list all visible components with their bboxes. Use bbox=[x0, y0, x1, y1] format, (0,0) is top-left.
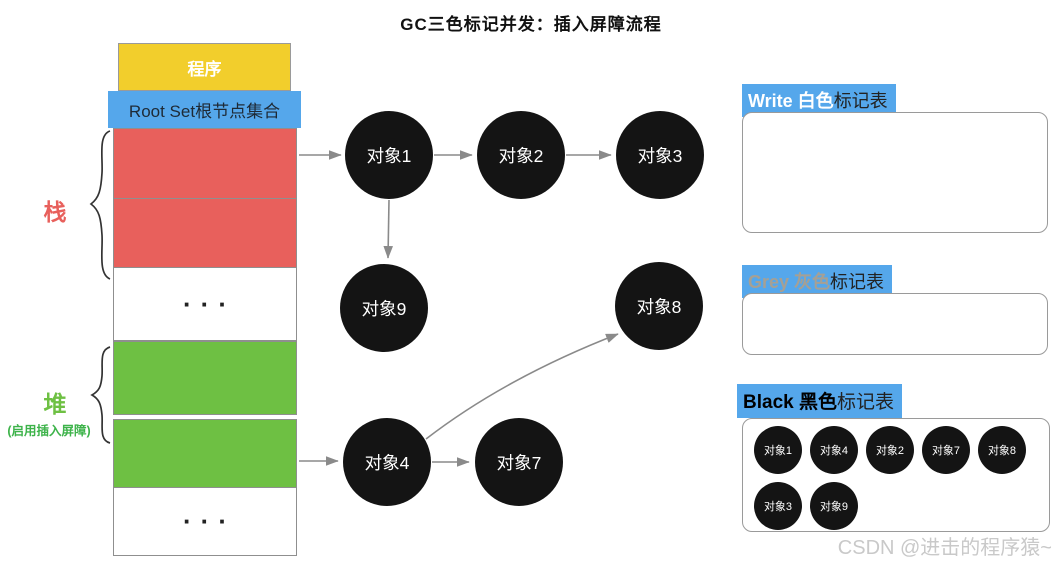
program-box: 程序 bbox=[118, 43, 291, 91]
node-label: 对象7 bbox=[496, 452, 542, 473]
graph-node-obj8: 对象8 bbox=[615, 262, 703, 350]
heap-cell-2 bbox=[113, 419, 297, 488]
black-node-label: 对象2 bbox=[875, 445, 905, 457]
heap-cell-1 bbox=[113, 341, 297, 415]
node-label: 对象8 bbox=[636, 296, 682, 317]
watermark: CSDN @进击的程序猿~ bbox=[837, 537, 1052, 559]
black-node-label: 对象3 bbox=[763, 501, 793, 513]
white-table-box bbox=[742, 112, 1048, 233]
black-table-node: 对象7 bbox=[922, 426, 970, 474]
white-table-suffix: 标记表 bbox=[833, 91, 888, 111]
heap-sublabel: (启用插入屏障) bbox=[7, 424, 91, 438]
black-table-node: 对象8 bbox=[978, 426, 1026, 474]
stack-ellipsis-cell: ··· bbox=[113, 267, 297, 341]
heap-label: 堆 bbox=[43, 391, 67, 417]
heap-ellipsis-cell: ··· bbox=[113, 487, 297, 556]
black-node-label: 对象1 bbox=[763, 445, 793, 457]
stack-brace bbox=[89, 130, 111, 280]
white-table-header: Write 白色标记表 bbox=[742, 84, 896, 117]
grey-table-header: Grey 灰色标记表 bbox=[742, 265, 893, 298]
node-label: 对象9 bbox=[361, 298, 407, 319]
black-table-title: Black 黑色 bbox=[743, 392, 837, 413]
black-table-header: Black 黑色标记表 bbox=[737, 384, 902, 418]
stack-cell-1 bbox=[113, 128, 297, 199]
ellipsis: ··· bbox=[183, 506, 236, 536]
grey-table-suffix: 标记表 bbox=[830, 272, 885, 292]
node-label: 对象2 bbox=[498, 145, 544, 166]
black-node-label: 对象4 bbox=[819, 445, 849, 457]
white-table-title: Write 白色 bbox=[748, 91, 834, 111]
arrow-obj1-to-obj9 bbox=[383, 199, 394, 259]
page-title: GC三色标记并发：插入屏障流程 bbox=[400, 15, 662, 34]
black-table-node: 对象1 bbox=[754, 426, 802, 474]
black-node-label: 对象7 bbox=[931, 445, 961, 457]
black-table-suffix: 标记表 bbox=[836, 392, 894, 413]
graph-node-obj1: 对象1 bbox=[345, 111, 433, 199]
node-label: 对象4 bbox=[364, 452, 410, 473]
graph-node-obj4: 对象4 bbox=[343, 418, 431, 506]
black-node-label: 对象9 bbox=[819, 501, 849, 513]
node-label: 对象1 bbox=[366, 145, 412, 166]
black-table-node: 对象4 bbox=[810, 426, 858, 474]
root-set-box: Root Set根节点集合 bbox=[108, 91, 301, 128]
root-set-label: Root Set根节点集合 bbox=[128, 102, 281, 121]
ellipsis: ··· bbox=[183, 288, 236, 319]
grey-table-box bbox=[742, 293, 1048, 355]
stack-cell-2 bbox=[113, 197, 297, 269]
program-label: 程序 bbox=[187, 59, 222, 79]
black-node-label: 对象8 bbox=[987, 445, 1017, 457]
black-table-box: 对象1 对象4 对象2 对象7 对象8 对象3 对象9 bbox=[742, 418, 1050, 532]
graph-node-obj7: 对象7 bbox=[475, 418, 563, 506]
black-table-node: 对象2 bbox=[866, 426, 914, 474]
graph-node-obj9: 对象9 bbox=[340, 264, 428, 352]
stack-label: 栈 bbox=[43, 199, 67, 225]
grey-table-title: Grey 灰色 bbox=[748, 272, 831, 292]
black-table-node: 对象3 bbox=[754, 482, 802, 530]
black-table-node: 对象9 bbox=[810, 482, 858, 530]
graph-node-obj3: 对象3 bbox=[616, 111, 704, 199]
graph-node-obj2: 对象2 bbox=[477, 111, 565, 199]
node-label: 对象3 bbox=[637, 145, 683, 166]
